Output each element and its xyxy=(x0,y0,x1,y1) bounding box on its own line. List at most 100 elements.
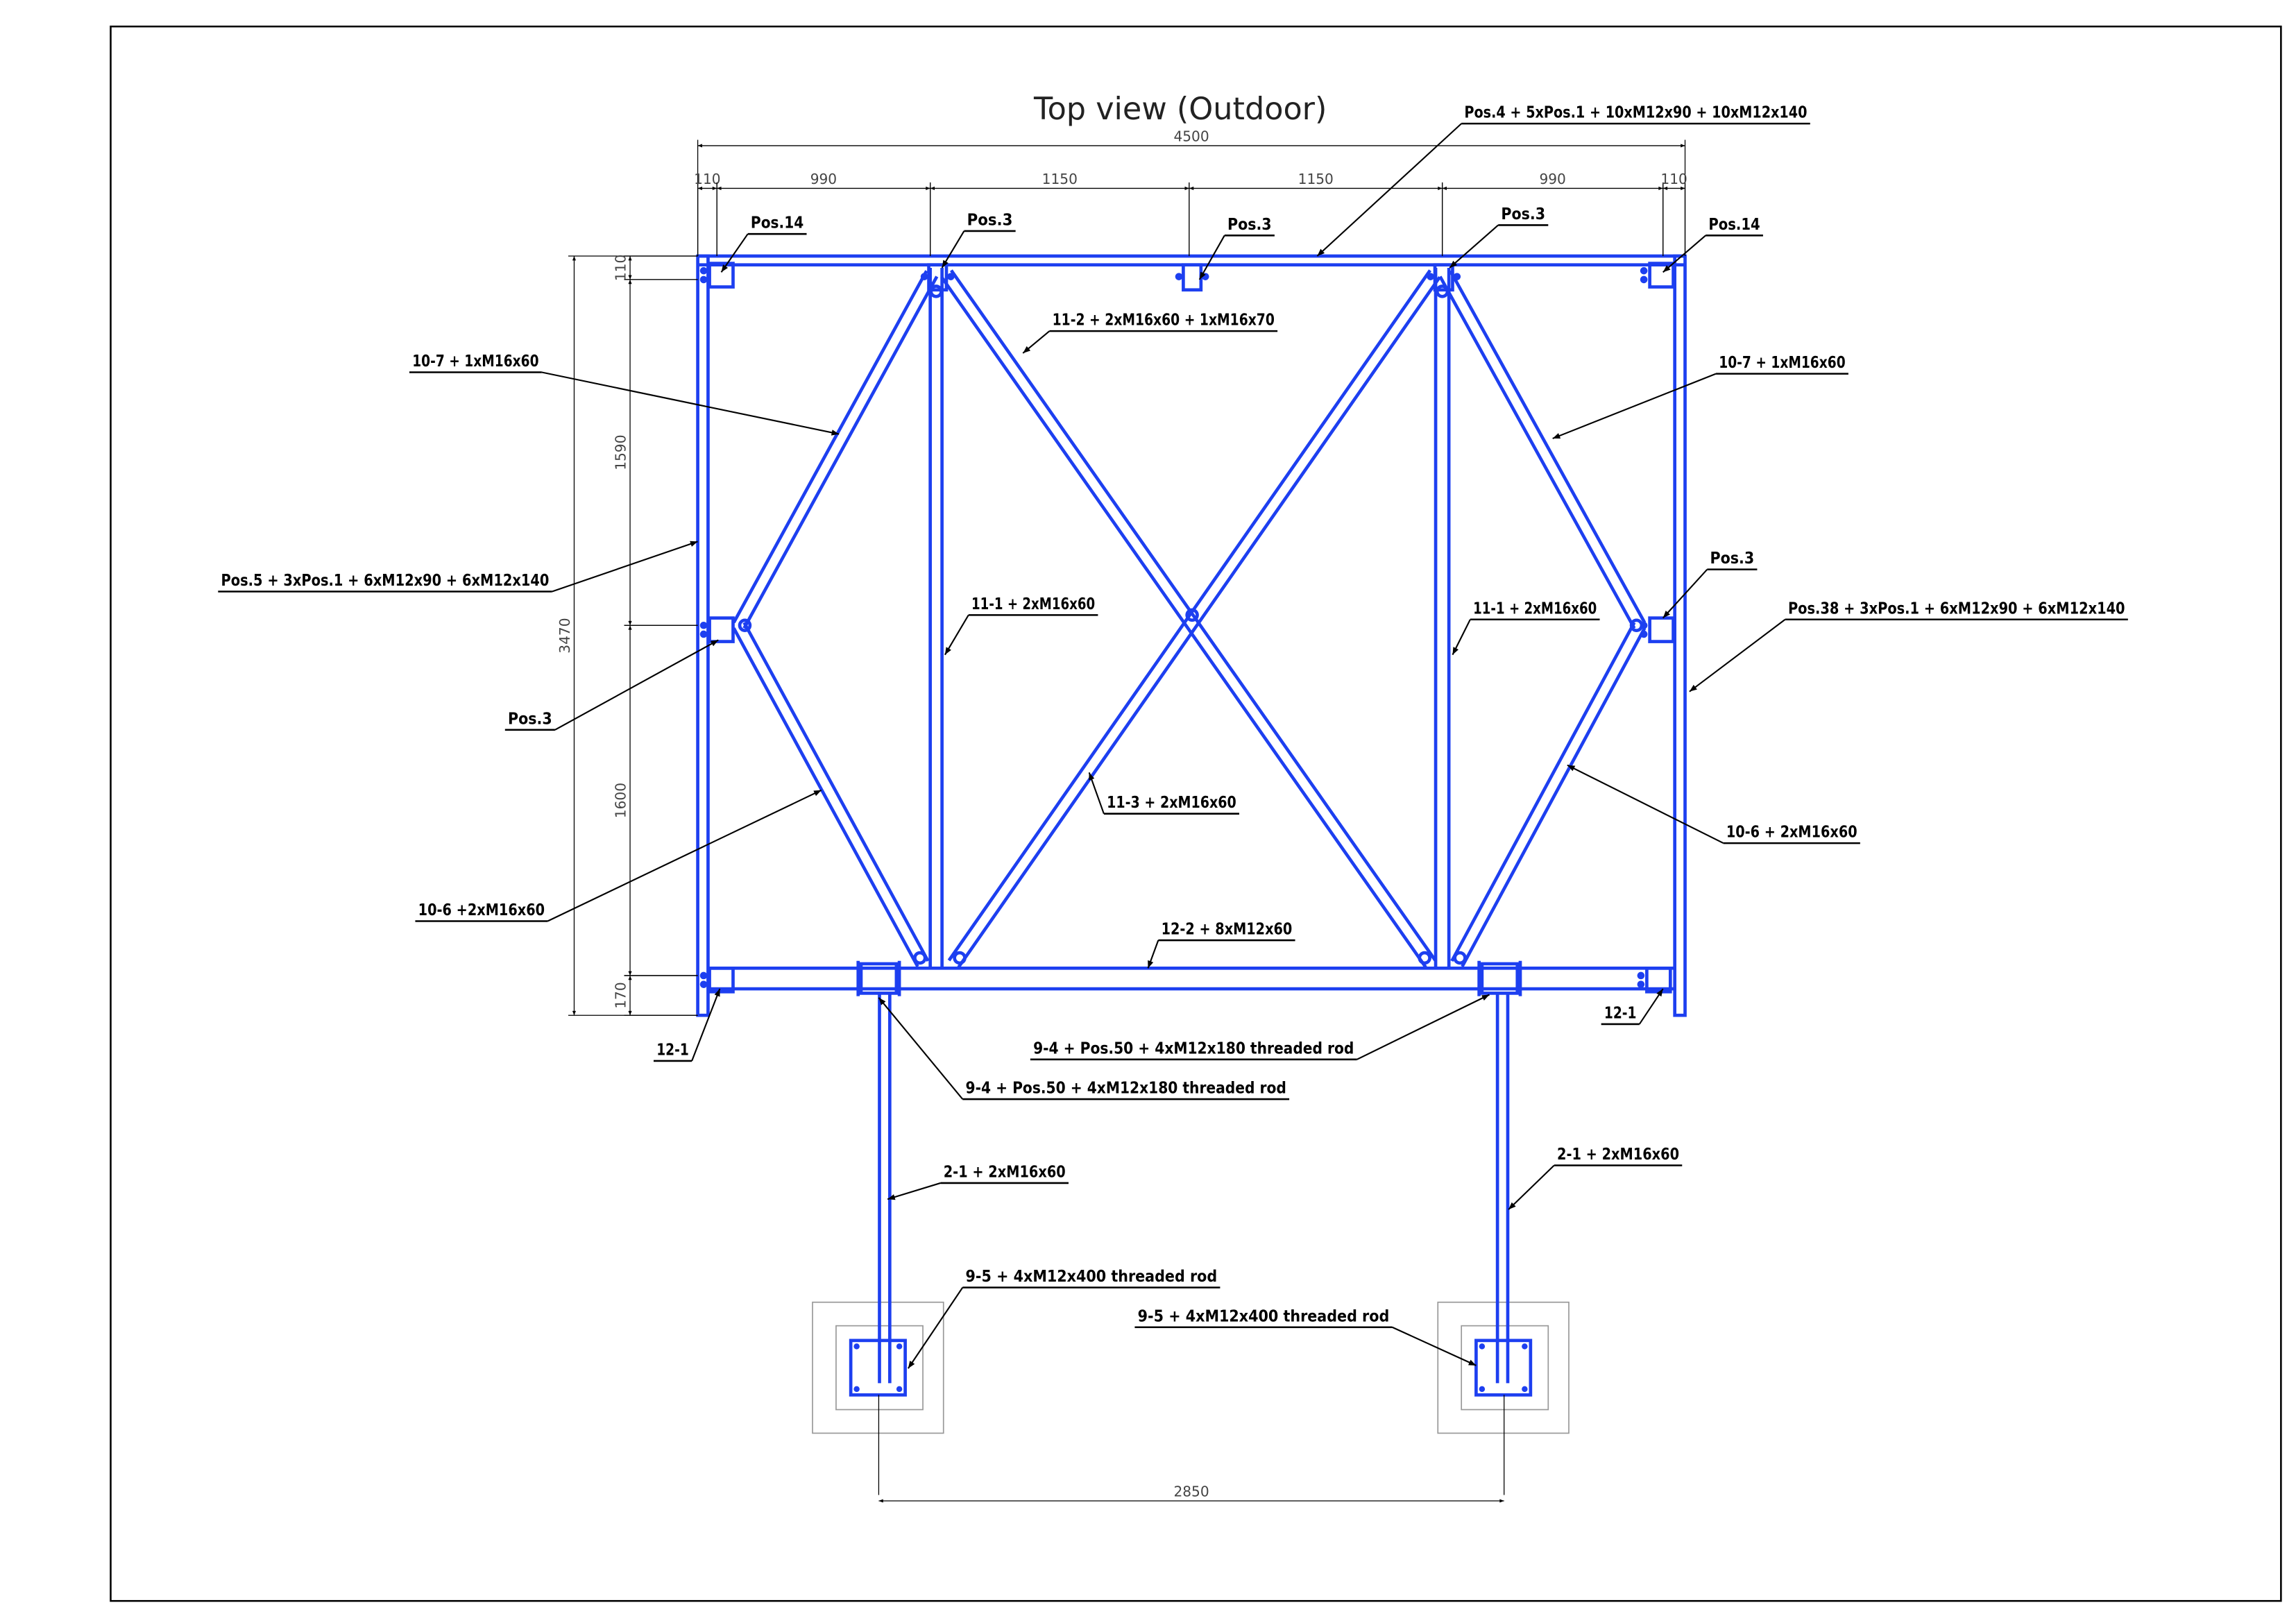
callout-label: 11-2 + 2xM16x60 + 1xM16x70 xyxy=(1053,311,1275,330)
bolt xyxy=(1453,273,1461,280)
callout: Pos.3 xyxy=(1662,549,1758,619)
dimension-value: 1600 xyxy=(613,783,629,818)
callout-label: Pos.3 xyxy=(508,709,552,728)
leader-arrow xyxy=(547,789,822,922)
callout-label: Pos.14 xyxy=(1708,215,1760,234)
callout-label: 10-6 + 2xM16x60 xyxy=(1726,823,1857,842)
leader-arrow xyxy=(1392,1326,1477,1366)
bolt xyxy=(1427,273,1434,280)
pin-joint xyxy=(1185,608,1199,622)
clamp-connector xyxy=(1648,616,1675,643)
callout-label: Pos.38 + 3xPos.1 + 6xM12x90 + 6xM12x140 xyxy=(1788,599,2125,618)
diagonal-10-6-right xyxy=(1461,627,1647,968)
callout-label: Pos.4 + 5xPos.1 + 10xM12x90 + 10xM12x140 xyxy=(1464,103,1807,122)
anchor-bolt xyxy=(1479,1386,1486,1393)
callout: 10-6 +2xM16x60 xyxy=(415,789,822,922)
callout: 9-4 + Pos.50 + 4xM12x180 threaded rod xyxy=(878,997,1290,1101)
dimension-value: 110 xyxy=(1660,171,1687,187)
dimension-value: 3470 xyxy=(556,618,573,653)
dimension-value: 4500 xyxy=(1173,128,1209,145)
dimension-value: 990 xyxy=(810,171,837,187)
callout-label: Pos.3 xyxy=(1227,215,1272,234)
callout-label: 10-7 + 1xM16x60 xyxy=(1719,353,1845,372)
callout: 11-2 + 2xM16x60 + 1xM16x70 xyxy=(1022,311,1278,354)
callout: Pos.4 + 5xPos.1 + 10xM12x90 + 10xM12x140 xyxy=(1316,103,1810,257)
pin-joint xyxy=(953,951,967,965)
callout: 12-1 xyxy=(1601,988,1664,1026)
leader-arrow xyxy=(1449,224,1499,269)
bolt xyxy=(699,266,708,275)
callout: 9-5 + 4xM12x400 threaded rod xyxy=(907,1267,1221,1369)
callout: Pos.14 xyxy=(1663,215,1763,273)
callout-label: 10-7 + 1xM16x60 xyxy=(412,352,538,371)
base-plate-9-5 xyxy=(1474,1339,1533,1397)
diagonal-10-6-left xyxy=(742,622,930,962)
leader-arrow xyxy=(1663,235,1706,273)
leader-arrow xyxy=(1316,123,1462,257)
callout-label: 9-4 + Pos.50 + 4xM12x180 threaded rod xyxy=(966,1079,1286,1098)
callout-label: 11-1 + 2xM16x60 xyxy=(1473,599,1597,618)
leader-arrow xyxy=(1088,772,1105,815)
callout: Pos.3 xyxy=(1198,215,1275,280)
callout: 12-1 xyxy=(653,988,721,1062)
leader-arrow xyxy=(541,371,840,436)
leg-clamp-9-4 xyxy=(1480,962,1520,995)
leader-arrow xyxy=(1452,619,1471,656)
pos3-clamp xyxy=(927,263,949,292)
pin-joint xyxy=(738,618,752,633)
diagonal-11-3 xyxy=(947,269,1431,962)
leader-arrow xyxy=(907,1286,964,1369)
dimension-value: 1150 xyxy=(1298,171,1334,187)
leader-arrow xyxy=(1552,373,1717,439)
bolt xyxy=(1637,971,1645,980)
callout: Pos.3 xyxy=(504,639,719,731)
leader-arrow xyxy=(554,639,719,731)
clamp-connector xyxy=(1648,262,1675,289)
callout: 10-6 + 2xM16x60 xyxy=(1567,764,1860,844)
bolt xyxy=(1175,273,1183,280)
callout: 2-1 + 2xM16x60 xyxy=(887,1162,1069,1200)
leader-arrow xyxy=(887,1182,941,1200)
callout-label: 12-1 xyxy=(656,1040,689,1059)
leader-arrow xyxy=(1508,1164,1555,1210)
callout-label: Pos.3 xyxy=(1501,205,1545,223)
callout-label: 10-6 +2xM16x60 xyxy=(418,901,545,919)
concrete-footing xyxy=(1437,1301,1570,1434)
anchor-bolt xyxy=(1522,1386,1528,1393)
leader-arrow xyxy=(1147,940,1159,969)
anchor-bolt xyxy=(1479,1343,1486,1350)
pos3-clamp xyxy=(1433,263,1454,292)
anchor-bolt xyxy=(853,1386,860,1393)
diagonal-11-3 xyxy=(957,275,1441,969)
bolt xyxy=(920,273,928,280)
callout-label: 2-1 + 2xM16x60 xyxy=(944,1162,1066,1181)
anchor-bolt xyxy=(896,1386,903,1393)
dimension-value: 1150 xyxy=(1042,171,1078,187)
leader-arrow xyxy=(1689,618,1786,692)
callout-label: 9-5 + 4xM12x400 threaded rod xyxy=(1138,1307,1390,1325)
bolt xyxy=(1640,266,1648,275)
bolt xyxy=(699,621,708,629)
callout: 10-7 + 1xM16x60 xyxy=(409,352,840,436)
callout-label: Pos.5 + 3xPos.1 + 6xM12x90 + 6xM12x140 xyxy=(221,571,550,590)
bolt xyxy=(1637,980,1645,988)
leader-arrow xyxy=(552,541,698,593)
frame-structure xyxy=(696,254,1687,1384)
diagonal-11-2 xyxy=(950,269,1437,962)
diagonal-10-7-left xyxy=(742,275,939,629)
leader-arrow xyxy=(941,230,965,269)
diagonal-10-7-right xyxy=(1438,275,1636,629)
callout-label: 11-3 + 2xM16x60 xyxy=(1107,793,1236,812)
bolt xyxy=(947,273,955,280)
callout-label: 9-5 + 4xM12x400 threaded rod xyxy=(966,1267,1218,1286)
leader-arrow xyxy=(1567,764,1724,844)
dimension-value: 1590 xyxy=(613,434,629,470)
callout: 11-1 + 2xM16x60 xyxy=(944,595,1098,656)
pin-joint xyxy=(1418,951,1431,965)
footing-recess xyxy=(1461,1325,1549,1411)
pin-joint xyxy=(1435,284,1449,298)
clamp-connector xyxy=(708,967,735,994)
diagonal-10-7-left xyxy=(732,270,928,624)
